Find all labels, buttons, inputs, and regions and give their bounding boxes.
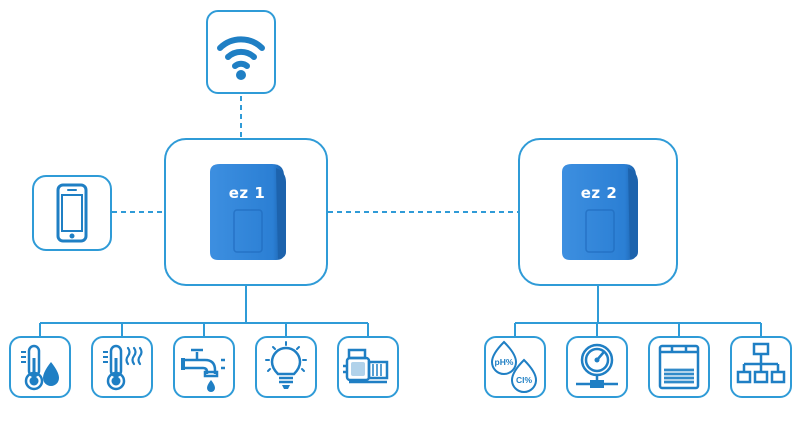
ph-text: pH% bbox=[495, 357, 514, 367]
cl-text: Cl% bbox=[516, 375, 533, 385]
pool-cover-icon bbox=[658, 344, 700, 390]
sensor-water-temperature bbox=[9, 336, 71, 398]
sensor-network bbox=[730, 336, 792, 398]
pressure-gauge-icon bbox=[576, 343, 618, 388]
phone-node bbox=[32, 175, 112, 251]
sensor-pool-pump bbox=[337, 336, 399, 398]
sensor-water-tap bbox=[173, 336, 235, 398]
wifi-icon bbox=[217, 36, 265, 80]
hub1-node: ez 1 bbox=[164, 138, 328, 286]
pool-pump-icon bbox=[343, 348, 389, 384]
sensor-ph-chlorine: pH% Cl% bbox=[484, 336, 546, 398]
sensor-light bbox=[255, 336, 317, 398]
hub2-device: ez 2 bbox=[556, 162, 642, 262]
sensor-air-temperature bbox=[91, 336, 153, 398]
hub1-label: ez 1 bbox=[228, 184, 266, 202]
ph-chlorine-icon: pH% Cl% bbox=[490, 340, 538, 393]
network-hierarchy-icon bbox=[736, 342, 786, 384]
sensor-pressure-gauge bbox=[566, 336, 628, 398]
hub1-device: ez 1 bbox=[204, 162, 290, 262]
light-bulb-icon bbox=[265, 341, 307, 389]
hub2-node: ez 2 bbox=[518, 138, 678, 286]
water-tap-icon bbox=[181, 348, 225, 392]
wifi-node bbox=[206, 10, 276, 94]
water-temperature-icon bbox=[21, 344, 59, 391]
smartphone-icon bbox=[56, 183, 88, 243]
air-temperature-icon bbox=[103, 344, 143, 391]
sensor-pool-cover bbox=[648, 336, 710, 398]
hub2-label: ez 2 bbox=[580, 184, 618, 202]
